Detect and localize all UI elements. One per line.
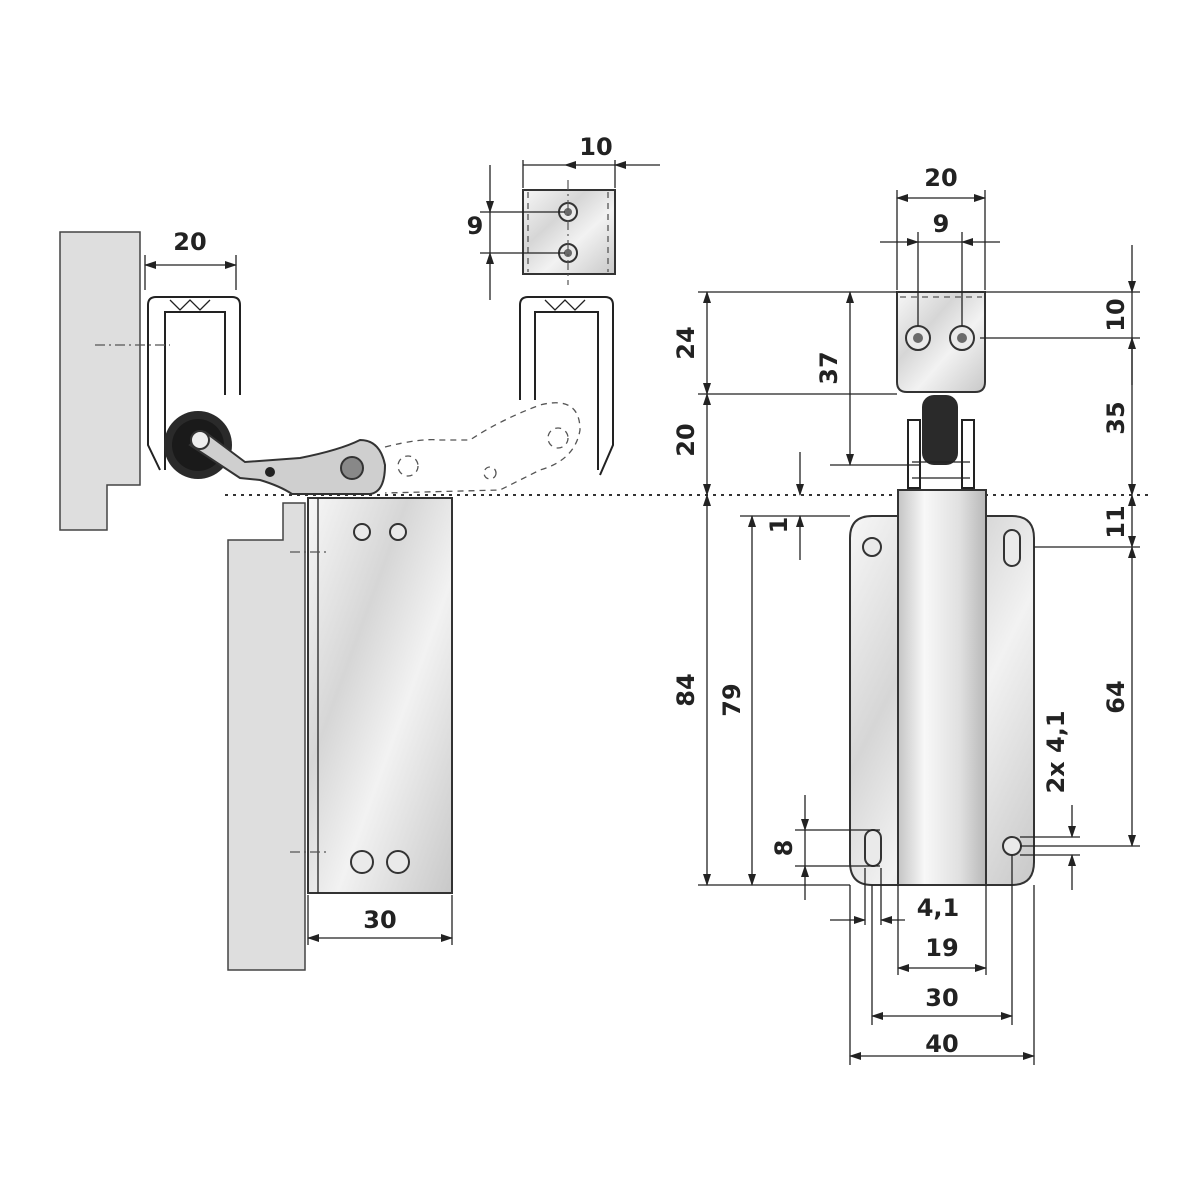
dim-height-37: 37 bbox=[815, 351, 843, 384]
lower-door bbox=[227, 502, 306, 971]
dim-clip-width: 10 bbox=[579, 133, 612, 161]
dim-slot-4-1: 4,1 bbox=[917, 894, 960, 922]
u-bracket-left bbox=[147, 296, 241, 471]
lever-arm bbox=[188, 430, 387, 495]
front-view: 20 9 24 20 37 84 79 1 8 bbox=[672, 164, 1140, 1065]
u-bracket-right bbox=[519, 296, 614, 476]
dim-width-19: 19 bbox=[925, 934, 958, 962]
top-bracket bbox=[896, 291, 986, 393]
side-view: 20 10 9 30 bbox=[59, 133, 660, 971]
closer-body-side bbox=[307, 497, 453, 894]
dim-height-35: 35 bbox=[1102, 401, 1130, 434]
dim-height-64: 64 bbox=[1102, 680, 1130, 713]
dim-top-bracket-width: 20 bbox=[173, 228, 206, 256]
roller-front bbox=[922, 395, 958, 465]
dim-gap-1: 1 bbox=[765, 517, 793, 534]
closer-cylinder bbox=[897, 489, 987, 886]
dim-height-20: 20 bbox=[672, 423, 700, 456]
dim-width-40: 40 bbox=[925, 1030, 958, 1058]
upper-wall bbox=[59, 231, 141, 531]
dim-height-84: 84 bbox=[672, 673, 700, 706]
dim-height-10: 10 bbox=[1102, 298, 1130, 331]
lever-alt-position bbox=[384, 402, 581, 494]
dim-holes-2x: 2x 4,1 bbox=[1042, 710, 1070, 793]
dim-height-24: 24 bbox=[672, 326, 700, 359]
dim-width-30-left: 30 bbox=[363, 906, 396, 934]
dim-width-30-right: 30 bbox=[925, 984, 958, 1012]
dim-bracket-width-right: 20 bbox=[924, 164, 957, 192]
dim-bracket-hole-spacing: 9 bbox=[933, 210, 950, 238]
dim-slot-8: 8 bbox=[770, 840, 798, 857]
dim-height-11: 11 bbox=[1102, 505, 1130, 538]
dim-clip-hole-spacing: 9 bbox=[467, 212, 484, 240]
dim-height-79: 79 bbox=[718, 683, 746, 716]
